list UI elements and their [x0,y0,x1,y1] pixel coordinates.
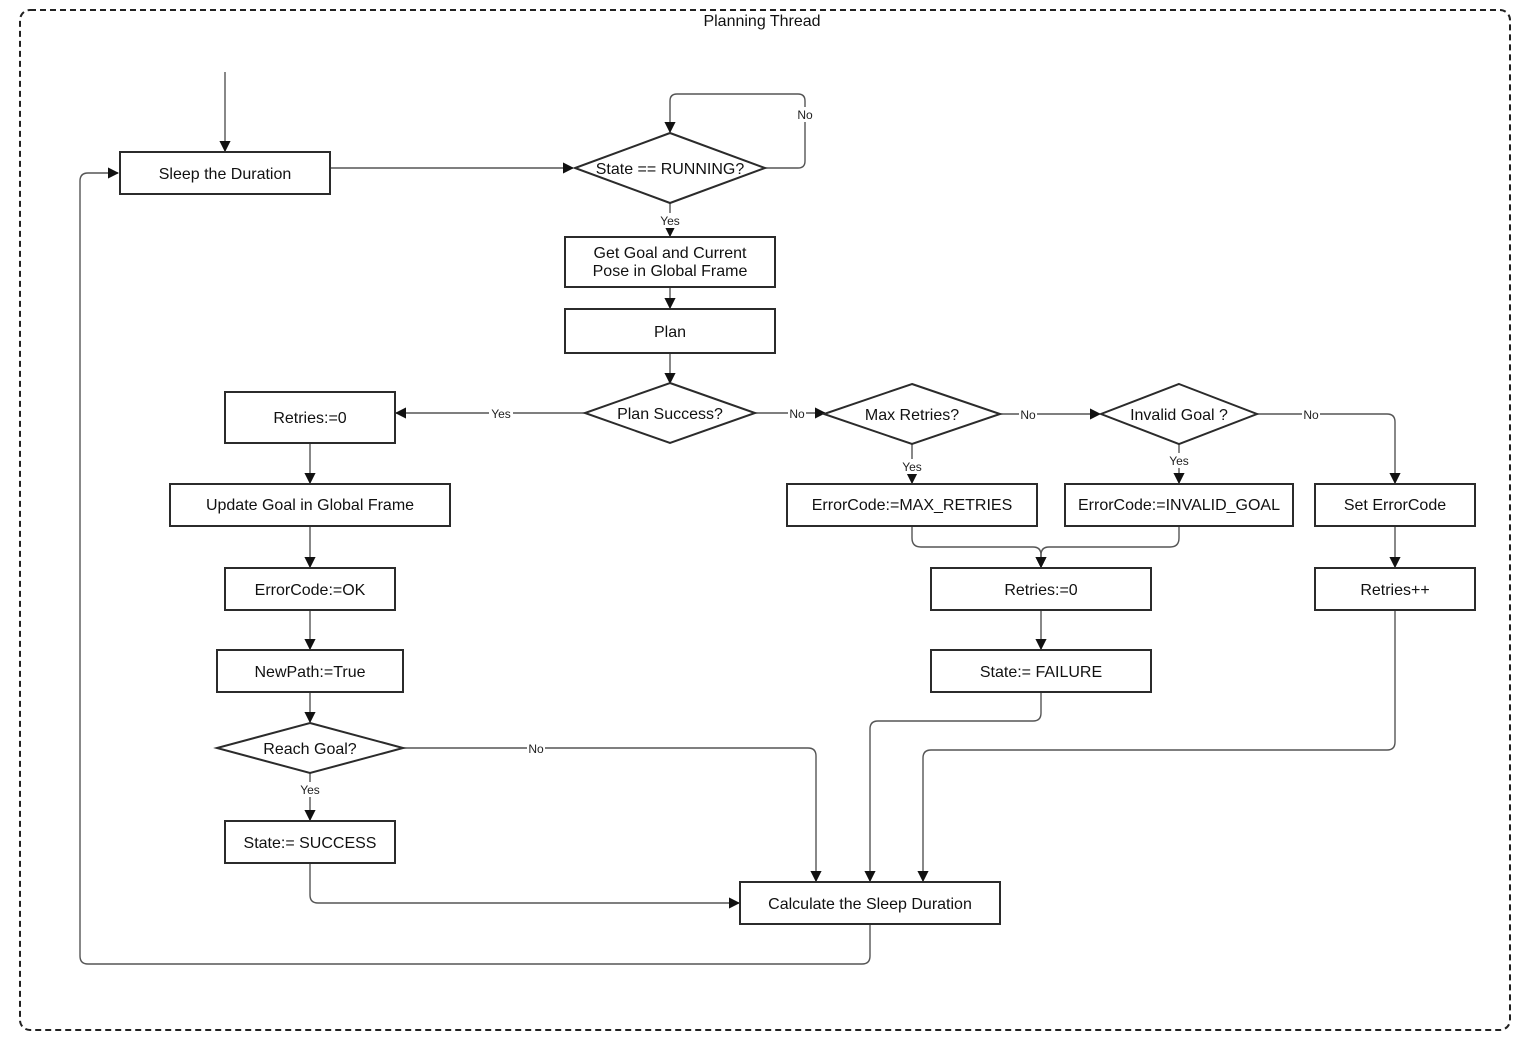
edge-errmax-to-retries [911,526,1047,569]
svg-text:Retries++: Retries++ [1360,582,1429,599]
node-sleep-duration[interactable]: Sleep the Duration [119,151,331,195]
svg-text:ErrorCode:=MAX_RETRIES: ErrorCode:=MAX_RETRIES [812,497,1013,514]
edge-invalid-no [1257,413,1401,485]
svg-text:Retries:=0: Retries:=0 [1004,582,1077,599]
node-get-goal-pose[interactable]: Get Goal and Current Pose in Global Fram… [564,236,776,288]
decision-max-retries[interactable]: Max Retries? [820,382,1004,446]
node-state-failure[interactable]: State:= FAILURE [930,649,1152,693]
svg-text:ErrorCode:=OK: ErrorCode:=OK [255,582,366,599]
svg-text:No: No [1020,408,1036,422]
edge-label-running-yes: Yes [658,213,682,228]
edge-running-no-loop [664,93,806,169]
edge-failure-to-calc [864,692,1042,883]
node-update-goal[interactable]: Update Goal in Global Frame [169,483,451,527]
svg-text:Sleep the Duration: Sleep the Duration [159,166,292,183]
node-errorcode-max-retries[interactable]: ErrorCode:=MAX_RETRIES [786,483,1038,527]
svg-text:Yes: Yes [1169,454,1189,468]
edge-label-invalid-yes: Yes [1167,453,1191,468]
svg-text:No: No [1303,408,1319,422]
svg-text:Set ErrorCode: Set ErrorCode [1344,497,1446,514]
decision-state-running[interactable]: State == RUNNING? [572,131,768,205]
edge-success-to-calc [309,863,741,909]
svg-text:Plan: Plan [654,324,686,341]
svg-text:State == RUNNING?: State == RUNNING? [596,161,745,178]
planning-thread-container [19,9,1511,1031]
svg-text:Yes: Yes [902,460,922,474]
svg-text:Max Retries?: Max Retries? [865,407,959,424]
svg-text:No: No [797,108,813,122]
container-title: Planning Thread [703,13,820,30]
edge-label-reach-yes: Yes [298,782,322,797]
svg-text:Calculate the Sleep Duration: Calculate the Sleep Duration [768,896,972,913]
edge-calc-to-sleep [79,167,871,965]
node-retries-reset-mid[interactable]: Retries:=0 [930,567,1152,611]
svg-text:Yes: Yes [300,783,320,797]
svg-text:Plan Success?: Plan Success? [617,406,723,423]
edge-label-reach-no: No [527,741,545,756]
svg-text:Retries:=0: Retries:=0 [273,410,346,427]
svg-text:NewPath:=True: NewPath:=True [254,664,365,681]
node-retries-increment[interactable]: Retries++ [1314,567,1476,611]
edge-label-invalid-no: No [1302,407,1320,422]
svg-text:Reach Goal?: Reach Goal? [263,741,356,758]
svg-text:No: No [528,742,544,756]
svg-text:State:= FAILURE: State:= FAILURE [980,664,1102,681]
edge-label-max-no: No [1019,407,1037,422]
node-calculate-sleep-duration[interactable]: Calculate the Sleep Duration [739,881,1001,925]
edge-errinvalid-to-retries [1035,526,1180,569]
edge-label-plan-no: No [788,406,806,421]
svg-text:Yes: Yes [660,214,680,228]
svg-text:Pose in Global Frame: Pose in Global Frame [593,263,748,280]
svg-text:ErrorCode:=INVALID_GOAL: ErrorCode:=INVALID_GOAL [1078,497,1280,514]
node-state-success[interactable]: State:= SUCCESS [224,820,396,864]
svg-text:State:= SUCCESS: State:= SUCCESS [244,835,377,852]
edge-reach-no [403,747,822,883]
node-errorcode-invalid-goal[interactable]: ErrorCode:=INVALID_GOAL [1064,483,1294,527]
edge-label-plan-yes: Yes [489,406,513,421]
node-plan[interactable]: Plan [564,308,776,354]
decision-plan-success[interactable]: Plan Success? [581,381,759,445]
svg-text:Invalid Goal ?: Invalid Goal ? [1130,407,1228,424]
node-errorcode-ok[interactable]: ErrorCode:=OK [224,567,396,611]
svg-text:Yes: Yes [491,407,511,421]
edge-label-max-yes: Yes [900,459,924,474]
decision-invalid-goal[interactable]: Invalid Goal ? [1098,382,1260,446]
edge-retriesinc-to-calc [917,610,1396,883]
svg-text:Update Goal in Global Frame: Update Goal in Global Frame [206,497,414,514]
node-newpath-true[interactable]: NewPath:=True [216,649,404,693]
svg-text:No: No [789,407,805,421]
node-set-errorcode[interactable]: Set ErrorCode [1314,483,1476,527]
svg-text:Get Goal and Current: Get Goal and Current [594,245,748,262]
node-retries-reset-left[interactable]: Retries:=0 [224,391,396,444]
edge-label-running-no: No [796,107,814,122]
decision-reach-goal[interactable]: Reach Goal? [213,721,407,775]
